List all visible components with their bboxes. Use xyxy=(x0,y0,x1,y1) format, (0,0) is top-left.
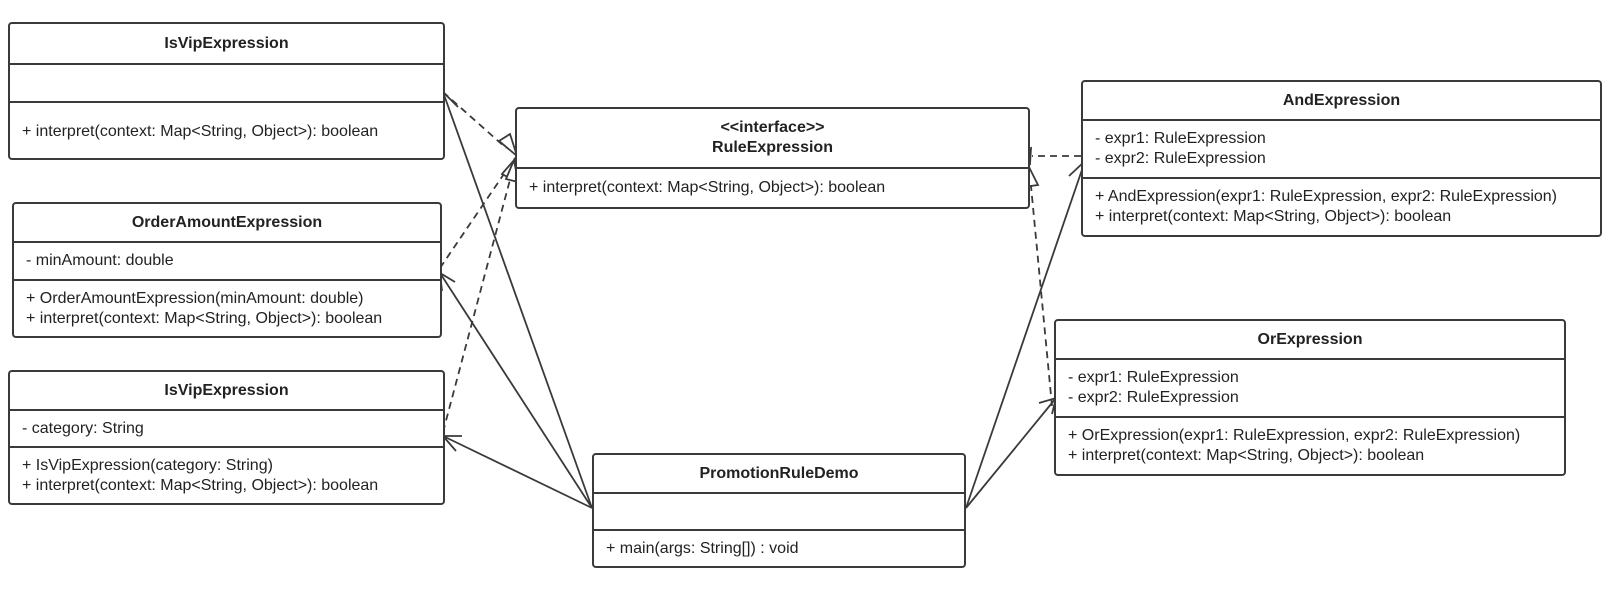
methods-section: + OrderAmountExpression(minAmount: doubl… xyxy=(14,279,440,336)
attributes-section xyxy=(594,492,964,529)
realization-isvip-top-head xyxy=(497,132,519,159)
assoc-demo-order-amount xyxy=(439,272,593,509)
class-name-section: AndExpression xyxy=(1083,82,1600,119)
method: + interpret(context: Map<String, Object>… xyxy=(22,476,379,494)
attribute: - category: String xyxy=(22,419,144,437)
method: + IsVipExpression(category: String) xyxy=(22,456,273,474)
class-name: OrderAmountExpression xyxy=(131,213,323,231)
class-isvip-expression-bottom: IsVipExpression - category: String + IsV… xyxy=(8,370,445,505)
attributes-section: - category: String xyxy=(10,409,443,446)
assoc-demo-isvip-top xyxy=(442,91,593,509)
method: + OrExpression(expr1: RuleExpression, ex… xyxy=(1068,427,1521,444)
assoc-demo-and xyxy=(965,160,1086,509)
method: + OrderAmountExpression(minAmount: doubl… xyxy=(26,289,364,307)
method: + interpret(context: Map<String, Object>… xyxy=(26,309,383,327)
attribute: - expr1: RuleExpression xyxy=(1095,130,1266,147)
realization-order-amount xyxy=(439,167,509,269)
class-name: RuleExpression xyxy=(712,139,833,156)
assoc-demo-or xyxy=(965,397,1057,509)
method: + interpret(context: Map<String, Object>… xyxy=(1095,208,1452,225)
attributes-section xyxy=(10,63,443,101)
method: + main(args: String[]) : void xyxy=(606,539,799,557)
class-name: AndExpression xyxy=(1282,91,1401,109)
attribute: - expr2: RuleExpression xyxy=(1095,150,1266,167)
class-name: IsVipExpression xyxy=(164,381,289,399)
method: + interpret(context: Map<String, Object>… xyxy=(22,122,379,140)
methods-section: + AndExpression(expr1: RuleExpression, e… xyxy=(1083,177,1600,235)
realization-or xyxy=(1030,185,1053,407)
class-name-section: <<interface>> RuleExpression xyxy=(517,109,1028,167)
class-or-expression: OrExpression - expr1: RuleExpression - e… xyxy=(1054,319,1566,476)
class-and-expression: AndExpression - expr1: RuleExpression - … xyxy=(1081,80,1602,237)
methods-section: + interpret(context: Map<String, Object>… xyxy=(10,101,443,158)
method: + interpret(context: Map<String, Object>… xyxy=(529,179,886,196)
realization-isvip-bottom xyxy=(442,175,512,433)
method: + interpret(context: Map<String, Object>… xyxy=(1068,447,1425,464)
class-name: OrExpression xyxy=(1257,330,1363,348)
methods-section: + main(args: String[]) : void xyxy=(594,529,964,566)
method: + AndExpression(expr1: RuleExpression, e… xyxy=(1095,188,1558,205)
attribute: - expr1: RuleExpression xyxy=(1068,369,1239,386)
interface-rule-expression: <<interface>> RuleExpression + interpret… xyxy=(515,107,1030,209)
class-name: PromotionRuleDemo xyxy=(699,464,859,482)
methods-section: + OrExpression(expr1: RuleExpression, ex… xyxy=(1056,416,1564,474)
assoc-demo-isvip-bottom xyxy=(442,435,593,509)
attribute: - minAmount: double xyxy=(26,252,174,269)
attributes-section: - minAmount: double xyxy=(14,241,440,279)
class-name-section: OrderAmountExpression xyxy=(14,204,440,241)
class-order-amount-expression: OrderAmountExpression - minAmount: doubl… xyxy=(12,202,442,338)
methods-section: + IsVipExpression(category: String) + in… xyxy=(10,446,443,503)
stereotype: <<interface>> xyxy=(720,119,825,136)
methods-section: + interpret(context: Map<String, Object>… xyxy=(517,167,1028,207)
class-name: IsVipExpression xyxy=(164,34,289,52)
attributes-section: - expr1: RuleExpression - expr2: RuleExp… xyxy=(1056,358,1564,416)
class-name-section: IsVipExpression xyxy=(10,24,443,63)
class-name-section: OrExpression xyxy=(1056,321,1564,358)
class-promotion-rule-demo: PromotionRuleDemo + main(args: String[])… xyxy=(592,453,966,568)
class-name-section: PromotionRuleDemo xyxy=(594,455,964,492)
attribute: - expr2: RuleExpression xyxy=(1068,389,1239,406)
attributes-section: - expr1: RuleExpression - expr2: RuleExp… xyxy=(1083,119,1600,177)
class-isvip-expression-top: IsVipExpression + interpret(context: Map… xyxy=(8,22,445,160)
class-name-section: IsVipExpression xyxy=(10,372,443,409)
assoc-demo-isvip-top-head xyxy=(441,89,459,113)
